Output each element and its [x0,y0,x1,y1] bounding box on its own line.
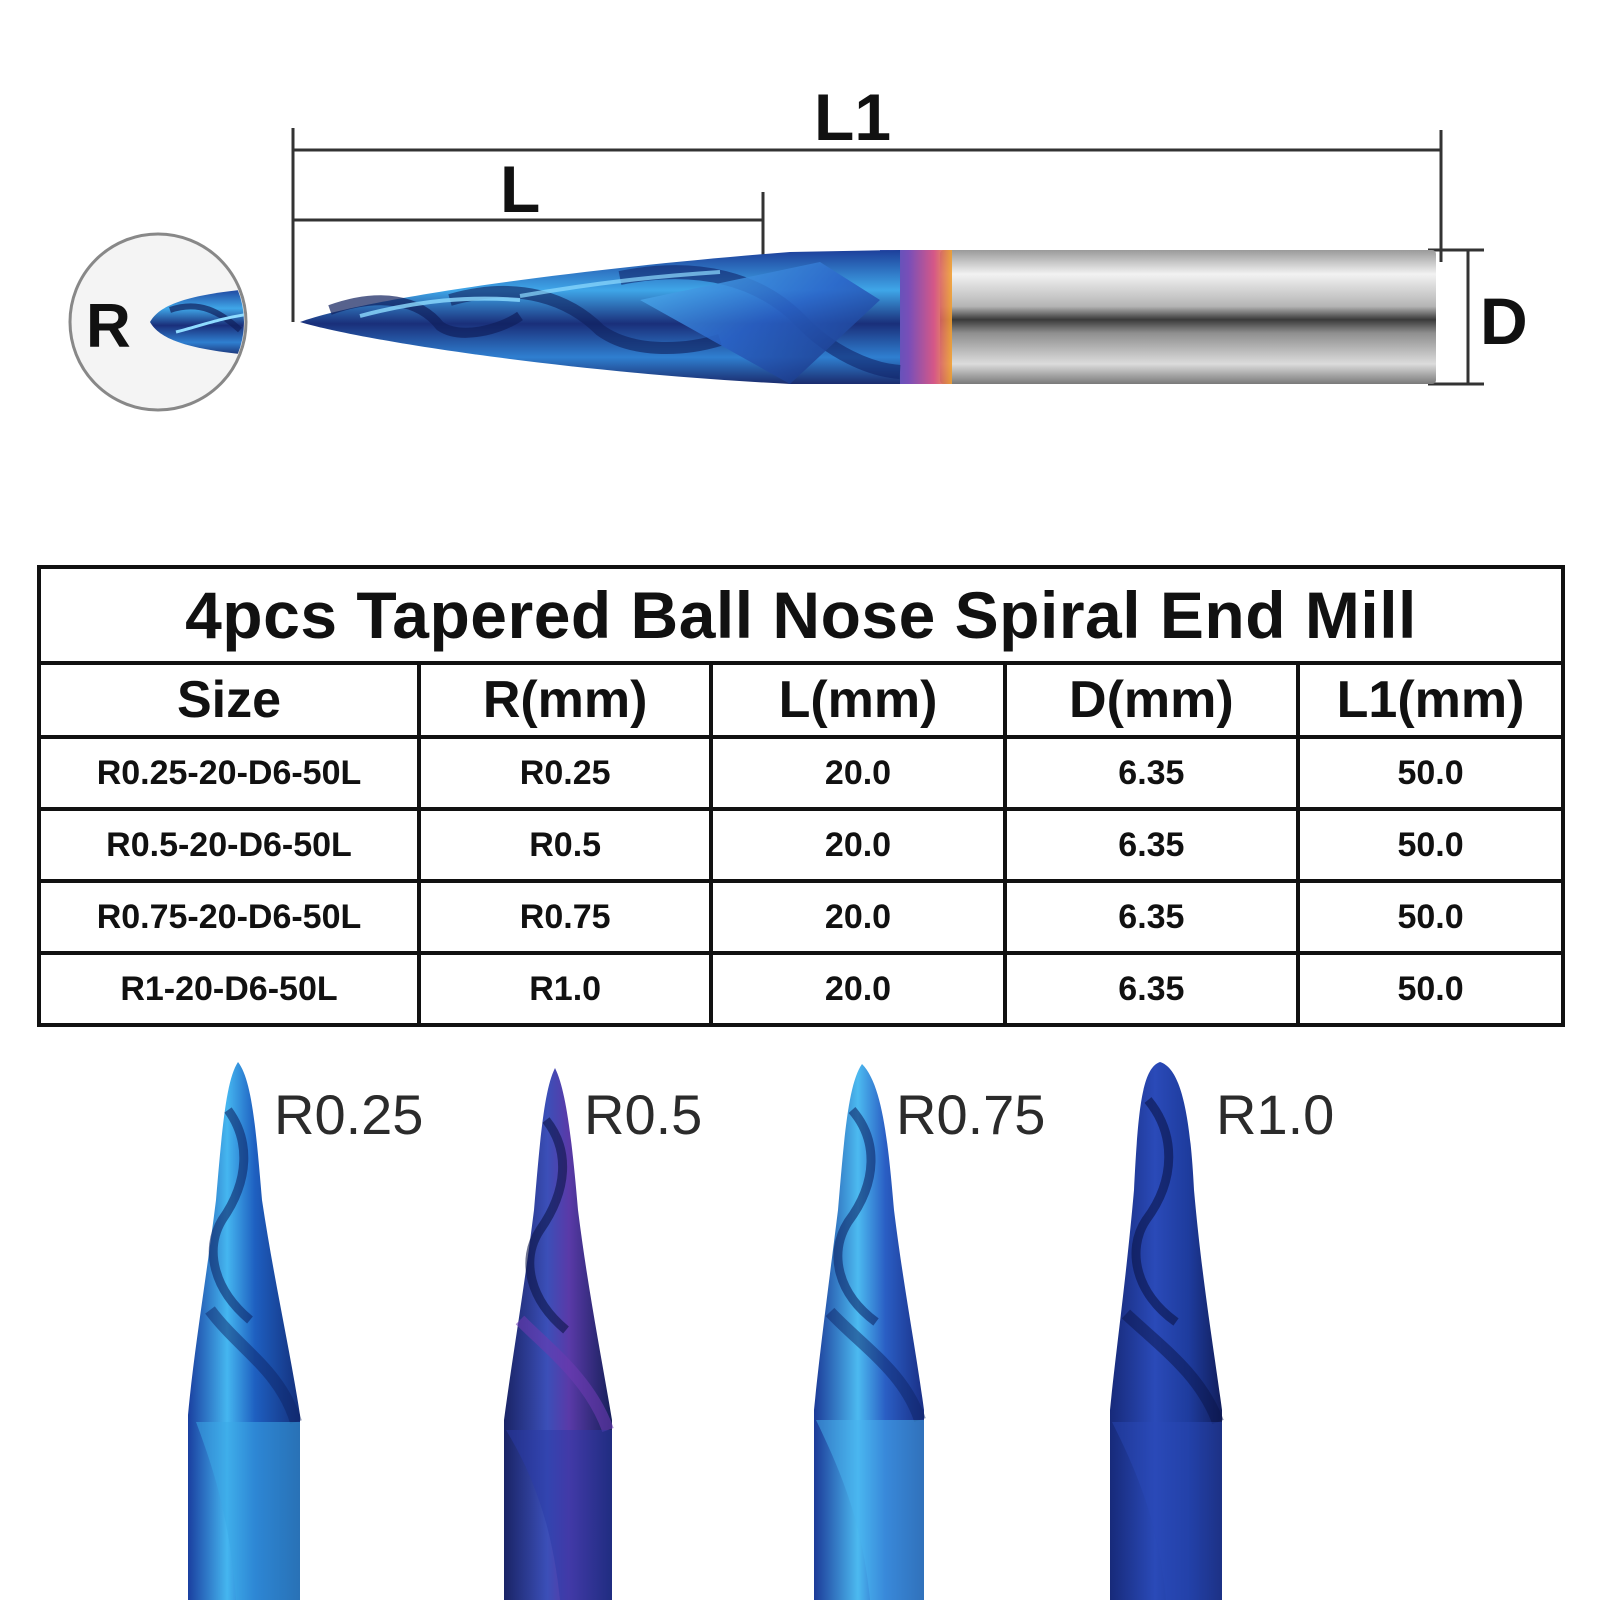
cell-size: R0.5-20-D6-50L [37,807,421,883]
column-header-cutting-length: L(mm) [709,661,1007,739]
end-mill-dimension-diagram: L1 L D R [0,0,1600,520]
tip-closeups: R0.25 R0.5 R0.75 R1.0 [0,1050,1600,1600]
cell-total-length: 50.0 [1296,951,1565,1027]
shank [940,250,1436,384]
cell-total-length: 50.0 [1296,807,1565,883]
tip-closeup-r05 [504,1068,614,1600]
cell-cutting-length: 20.0 [709,735,1007,811]
tip-label-r05: R0.5 [584,1083,703,1146]
tip-label-r10: R1.0 [1216,1083,1335,1146]
cell-diameter: 6.35 [1002,807,1301,883]
cell-size: R1-20-D6-50L [37,951,421,1027]
dimension-label-diameter: D [1480,284,1528,358]
tip-closeup-r075 [814,1064,926,1600]
cell-size: R0.75-20-D6-50L [37,879,421,955]
table-row: R0.75-20-D6-50L R0.75 20.0 6.35 50.0 [37,879,1565,955]
spec-table: 4pcs Tapered Ball Nose Spiral End Mill S… [37,565,1565,1027]
cell-total-length: 50.0 [1296,735,1565,811]
cell-radius: R1.0 [416,951,714,1027]
tip-closeup-r025 [188,1062,302,1600]
tip-closeup-drawings [188,1062,1224,1600]
dimension-lines [291,128,1484,386]
cell-diameter: 6.35 [1002,879,1301,955]
table-header-row: Size R(mm) L(mm) D(mm) L1(mm) [37,661,1565,739]
table-title: 4pcs Tapered Ball Nose Spiral End Mill [37,565,1565,665]
cell-radius: R0.25 [416,735,714,811]
table-title-row: 4pcs Tapered Ball Nose Spiral End Mill [37,565,1565,665]
cell-cutting-length: 20.0 [709,951,1007,1027]
cell-diameter: 6.35 [1002,951,1301,1027]
tip-label-r075: R0.75 [896,1083,1046,1146]
tip-label-r025: R0.25 [274,1083,424,1146]
table-row: R0.5-20-D6-50L R0.5 20.0 6.35 50.0 [37,807,1565,883]
tip-detail-circle [68,232,248,412]
cell-radius: R0.75 [416,879,714,955]
table-row: R1-20-D6-50L R1.0 20.0 6.35 50.0 [37,951,1565,1027]
cell-total-length: 50.0 [1296,879,1565,955]
column-header-size: Size [37,661,421,739]
cell-size: R0.25-20-D6-50L [37,735,421,811]
end-mill-drawing [68,128,1484,412]
dimension-label-cutting-length: L [500,152,541,226]
dimension-label-radius: R [86,292,131,361]
cell-cutting-length: 20.0 [709,807,1007,883]
column-header-total-length: L1(mm) [1296,661,1565,739]
column-header-radius: R(mm) [416,661,714,739]
cell-cutting-length: 20.0 [709,879,1007,955]
cell-diameter: 6.35 [1002,735,1301,811]
dimension-label-total-length: L1 [814,80,892,154]
column-header-diameter: D(mm) [1002,661,1301,739]
tip-closeup-r10 [1110,1062,1224,1600]
cell-radius: R0.5 [416,807,714,883]
table-row: R0.25-20-D6-50L R0.25 20.0 6.35 50.0 [37,735,1565,811]
